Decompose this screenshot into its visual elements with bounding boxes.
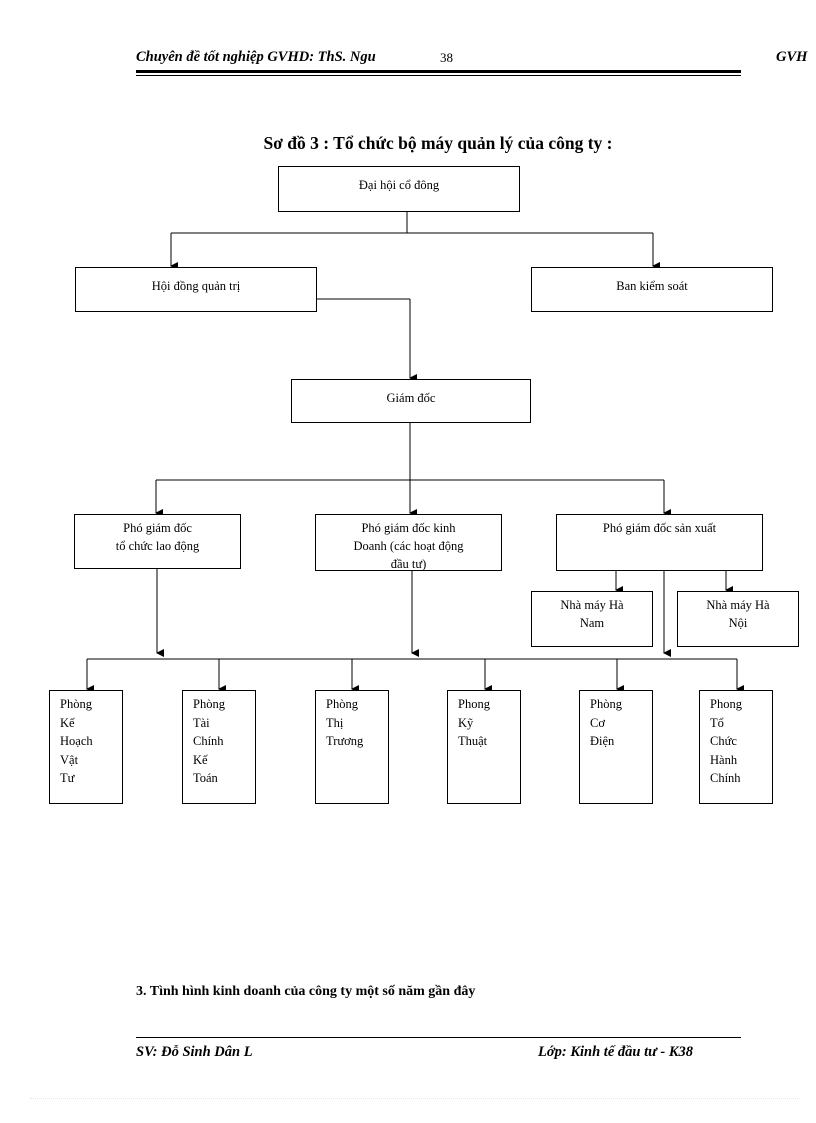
dept-finance-line3: Chính bbox=[193, 734, 224, 748]
dept-administration-line5: Chính bbox=[710, 771, 741, 785]
dept-finance-line1: Phòng bbox=[193, 697, 225, 711]
box-factory-hanam-line2: Nam bbox=[579, 616, 605, 630]
box-dept-finance: Phòng Tài Chính Kế Toán bbox=[182, 690, 256, 804]
dept-market-line1: Phòng bbox=[326, 697, 358, 711]
dept-finance-line2: Tài bbox=[193, 715, 210, 730]
box-deputy-business-line2: Doanh (các hoạt động bbox=[353, 539, 464, 553]
box-board: Hội đồng quản trị bbox=[75, 267, 317, 312]
dept-market-line2: Thị bbox=[326, 715, 344, 730]
dept-technical-line2: Kỹ bbox=[458, 715, 474, 730]
box-factory-hanam-line1: Nhà máy Hà bbox=[560, 598, 624, 612]
dept-technical-line1: Phong bbox=[458, 697, 490, 711]
dept-market-line3: Trương bbox=[326, 734, 364, 748]
box-factory-hanoi-line2: Nội bbox=[728, 616, 748, 630]
header-rule-thin bbox=[136, 75, 741, 76]
dept-administration-line2: Tổ bbox=[710, 715, 724, 730]
dept-electromechanical-line2: Cơ bbox=[590, 715, 605, 730]
box-factory-hanoi-line1: Nhà máy Hà bbox=[706, 598, 770, 612]
dept-finance-line4: Kế bbox=[193, 752, 208, 767]
header-rule bbox=[136, 70, 741, 73]
page-bottom-divider bbox=[30, 1098, 800, 1100]
box-director-label: Giám đốc bbox=[386, 391, 436, 405]
box-dept-electromechanical: Phòng Cơ Điện bbox=[579, 690, 653, 804]
box-deputy-business: Phó giám đốc kinh Doanh (các hoạt động đ… bbox=[315, 514, 502, 571]
header-right-text: GVH bbox=[776, 49, 808, 65]
section-heading: 3. Tình hình kinh doanh của công ty một … bbox=[136, 984, 476, 999]
box-deputy-labor-line2: tổ chức lao động bbox=[115, 539, 200, 553]
header-left-text: Chuyên đề tốt nghiệp GVHD: ThS. Ngu bbox=[136, 49, 376, 65]
box-dept-planning: Phòng Kế Hoạch Vật Tư bbox=[49, 690, 123, 804]
box-deputy-production: Phó giám đốc sản xuất bbox=[556, 514, 763, 571]
page-number: 38 bbox=[440, 50, 453, 65]
footer-student: SV: Đỗ Sinh Dân L bbox=[136, 1044, 253, 1060]
box-director: Giám đốc bbox=[291, 379, 531, 423]
box-dept-market: Phòng Thị Trương bbox=[315, 690, 389, 804]
box-dept-administration: Phong Tổ Chức Hành Chính bbox=[699, 690, 773, 804]
dept-planning-line5: Tư bbox=[60, 771, 75, 785]
dept-electromechanical-line1: Phòng bbox=[590, 697, 622, 711]
footer-class: Lớp: Kinh tế đầu tư - K38 bbox=[538, 1044, 694, 1060]
dept-administration-line4: Hành bbox=[710, 752, 738, 767]
dept-planning-line3: Hoạch bbox=[60, 734, 93, 748]
box-board-label: Hội đồng quản trị bbox=[151, 279, 241, 293]
footer-rule bbox=[136, 1037, 741, 1038]
box-deputy-business-line1: Phó giám đốc kinh bbox=[361, 521, 456, 535]
dept-planning-line4: Vật bbox=[60, 752, 79, 767]
box-deputy-production-label: Phó giám đốc sản xuất bbox=[602, 521, 717, 535]
box-shareholders-label: Đại hội cổ đông bbox=[358, 178, 440, 192]
dept-administration-line1: Phong bbox=[710, 697, 742, 711]
dept-planning-line2: Kế bbox=[60, 715, 75, 730]
box-supervisory: Ban kiểm soát bbox=[531, 267, 773, 312]
box-deputy-labor: Phó giám đốc tổ chức lao động bbox=[74, 514, 241, 569]
dept-finance-line5: Toán bbox=[193, 771, 218, 785]
box-supervisory-label: Ban kiểm soát bbox=[616, 279, 688, 293]
box-deputy-labor-line1: Phó giám đốc bbox=[123, 521, 192, 535]
dept-technical-line3: Thuật bbox=[458, 734, 488, 748]
diagram-title: Sơ đồ 3 : Tổ chức bộ máy quản lý của côn… bbox=[263, 133, 613, 153]
box-deputy-business-line3: đầu tư) bbox=[390, 557, 427, 571]
box-shareholders: Đại hội cổ đông bbox=[278, 166, 520, 212]
box-factory-hanam: Nhà máy Hà Nam bbox=[531, 591, 653, 647]
dept-administration-line3: Chức bbox=[710, 734, 737, 748]
box-dept-technical: Phong Kỹ Thuật bbox=[447, 690, 521, 804]
dept-planning-line1: Phòng bbox=[60, 697, 92, 711]
box-factory-hanoi: Nhà máy Hà Nội bbox=[677, 591, 799, 647]
dept-electromechanical-line3: Điện bbox=[590, 734, 615, 748]
